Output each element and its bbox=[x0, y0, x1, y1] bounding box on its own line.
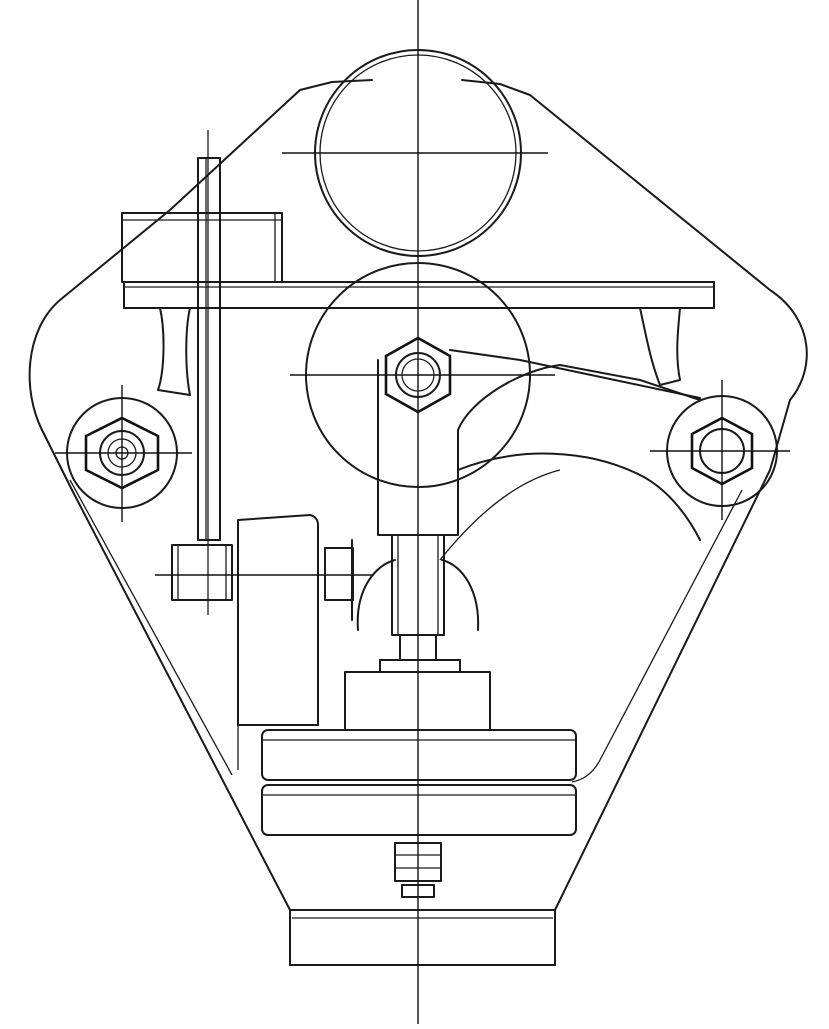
lever-arm bbox=[377, 349, 701, 561]
left-bolt bbox=[55, 385, 192, 522]
base-disc-upper bbox=[261, 729, 577, 781]
adjusting-screw bbox=[394, 842, 442, 898]
spindle bbox=[356, 534, 480, 673]
base-disc-lower bbox=[261, 784, 577, 836]
left-vertical-rod bbox=[197, 130, 221, 615]
cross-frame bbox=[123, 281, 715, 396]
foot-plate bbox=[289, 909, 556, 966]
right-bolt bbox=[650, 380, 790, 520]
housing-outline bbox=[28, 79, 808, 911]
left-block bbox=[121, 212, 283, 283]
top-pulley bbox=[282, 49, 548, 257]
central-disc bbox=[290, 262, 555, 488]
side-plate bbox=[155, 514, 372, 770]
